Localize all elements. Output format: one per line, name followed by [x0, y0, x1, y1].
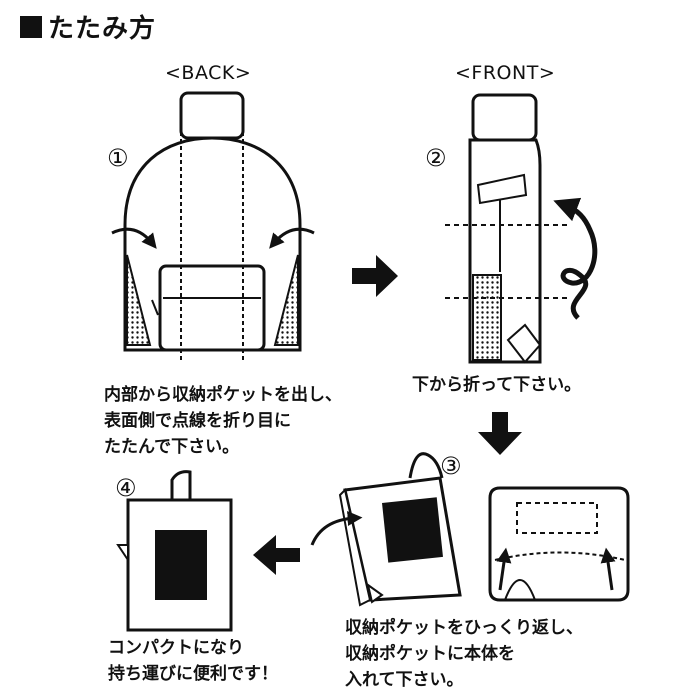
compact-loop	[170, 470, 192, 505]
fold-arrow-left-icon	[111, 227, 157, 249]
pouch-outline	[516, 502, 598, 534]
left-mesh-pocket	[126, 254, 152, 346]
front-view-label: <FRONT>	[455, 62, 556, 84]
step-1-caption: 内部から収納ポケットを出し、 表面側で点線を折り目に たたんで下さい。	[104, 385, 342, 457]
zip-pull	[151, 299, 159, 316]
compact-label-patch	[155, 530, 207, 600]
strip-cap	[471, 93, 538, 142]
right-mesh-pocket	[273, 254, 299, 346]
next-step-arrow-icon	[352, 255, 398, 297]
page-title-text: たたみ方	[48, 14, 157, 44]
step-2-number: ②	[425, 144, 447, 172]
fold-up-arrow-icon	[553, 197, 598, 320]
strip-fold	[476, 173, 528, 205]
pouch-illustrations	[338, 452, 630, 607]
left-arrow-icon	[253, 535, 300, 575]
back-view-label: <BACK>	[165, 62, 252, 84]
strip-strap	[506, 323, 542, 364]
strip-mesh-pocket	[472, 274, 502, 361]
pouch-strap	[504, 579, 536, 601]
step-1-number: ①	[107, 144, 129, 172]
fold-arrow-right-icon	[269, 227, 315, 249]
step-4-caption: コンパクトになり 持ち運びに便利です！	[108, 638, 278, 684]
compact-pouch	[116, 470, 233, 632]
storage-pouch	[488, 486, 630, 602]
front-pocket	[158, 264, 266, 352]
backpack-back-view	[111, 91, 315, 360]
backpack-front-view	[445, 93, 598, 364]
step-2-caption: 下から折って下さい。	[412, 375, 582, 395]
step-3-number: ③	[440, 452, 462, 480]
compact-zip-tab	[116, 544, 129, 564]
bag-corner	[366, 582, 384, 604]
flip-arrow-left-icon	[496, 547, 512, 591]
black-square-icon	[20, 15, 42, 38]
step-3-caption: 収納ポケットをひっくり返し、 収納ポケットに本体を 入れて下さい。	[345, 618, 583, 690]
flip-arrow-right-icon	[600, 547, 616, 591]
page-title: たたみ方	[20, 8, 156, 45]
step-4-number: ④	[115, 474, 137, 502]
down-arrow-icon	[478, 412, 522, 455]
insert-arrow-icon	[310, 510, 363, 546]
bottle-cap	[179, 91, 245, 140]
bag-label-patch	[382, 497, 443, 563]
bag-loop-handle	[408, 452, 444, 479]
